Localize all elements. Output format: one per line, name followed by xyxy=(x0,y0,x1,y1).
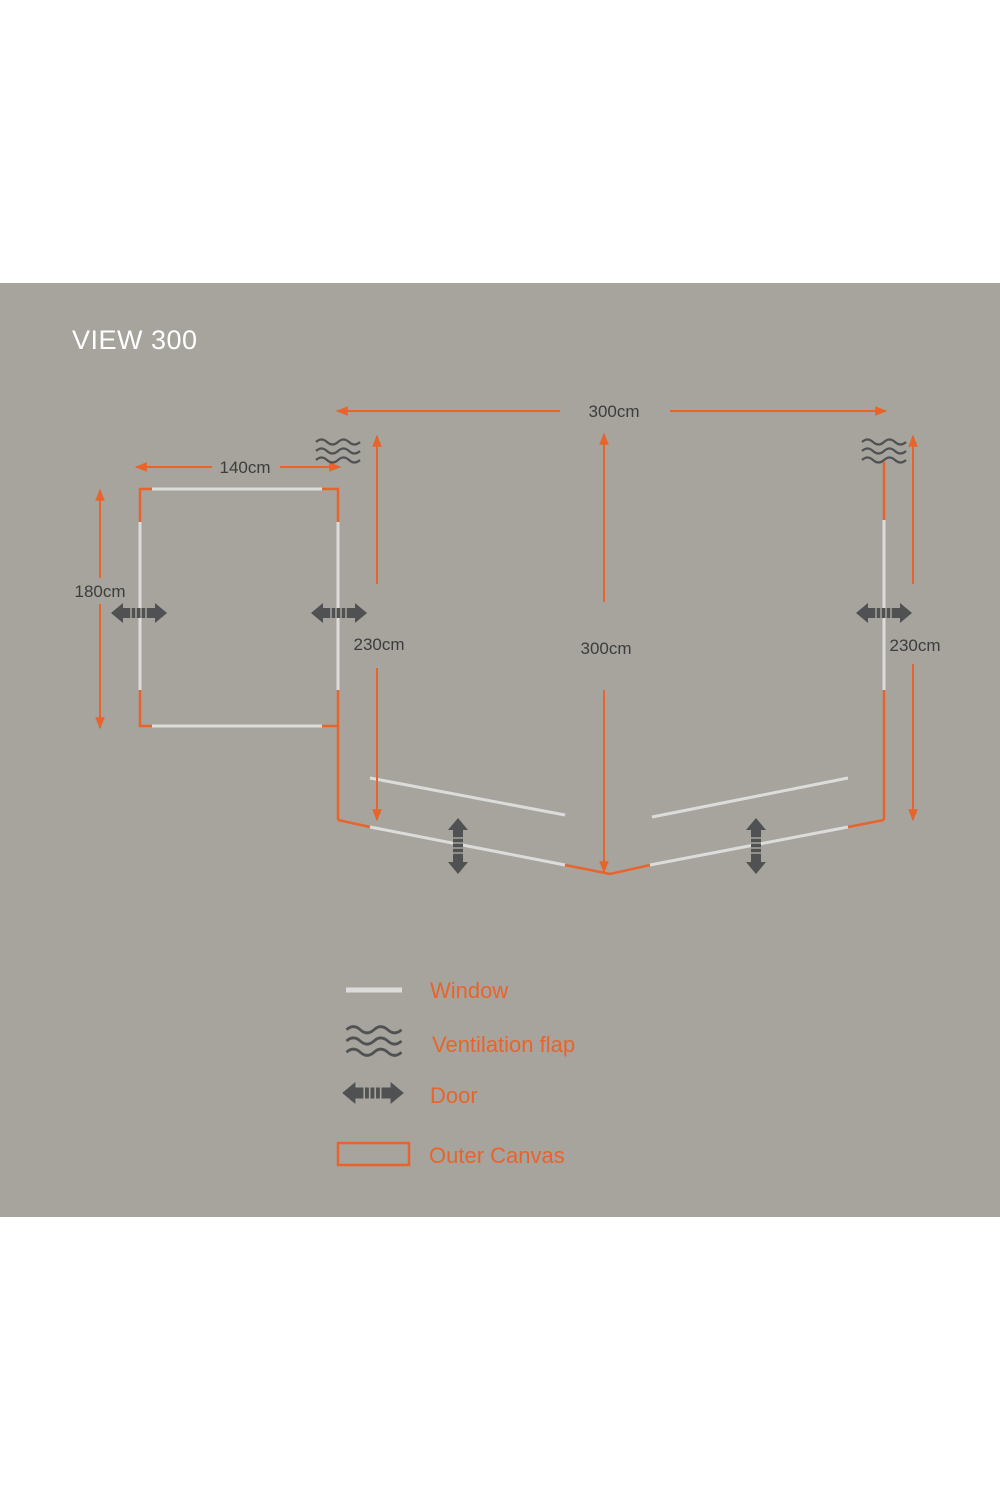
front-right-window xyxy=(649,825,849,867)
left-side-depth-label: 230cm xyxy=(353,635,404,654)
legend-outer-canvas-label: Outer Canvas xyxy=(429,1143,565,1168)
outer-canvas-rect-icon xyxy=(336,1141,411,1167)
diagram-panel xyxy=(0,283,1000,1217)
front-left-window xyxy=(369,825,566,867)
inner-right-window xyxy=(651,776,849,819)
total-depth-dimension: 300cm xyxy=(580,432,632,874)
main-awning xyxy=(314,438,913,876)
annex-width-label: 140cm xyxy=(219,458,270,477)
right-side-depth-label: 230cm xyxy=(889,636,940,655)
annex-width-dimension: 140cm xyxy=(134,458,342,477)
annex-room xyxy=(110,487,368,728)
door-arrow-icon xyxy=(341,1081,405,1105)
total-depth-label: 300cm xyxy=(580,639,631,658)
legend-door-label: Door xyxy=(430,1083,478,1108)
right-ventilation-flap-icon xyxy=(860,438,908,464)
annex-depth-label: 180cm xyxy=(74,582,125,601)
total-width-dimension: 300cm xyxy=(335,402,888,421)
total-width-label: 300cm xyxy=(588,402,639,421)
inner-left-window xyxy=(369,776,566,817)
left-side-depth-dimension: 230cm xyxy=(353,434,405,822)
legend-ventilation-label: Ventilation flap xyxy=(432,1032,575,1057)
right-side-depth-dimension: 230cm xyxy=(889,434,941,822)
diagram-title: VIEW 300 xyxy=(72,325,198,355)
left-ventilation-flap-icon xyxy=(314,438,362,464)
legend: Window Ventilation flap Door Outer Canva… xyxy=(336,978,575,1168)
legend-window-label: Window xyxy=(430,978,508,1003)
annex-depth-dimension: 180cm xyxy=(74,488,126,730)
ventilation-wave-icon xyxy=(345,1025,403,1057)
